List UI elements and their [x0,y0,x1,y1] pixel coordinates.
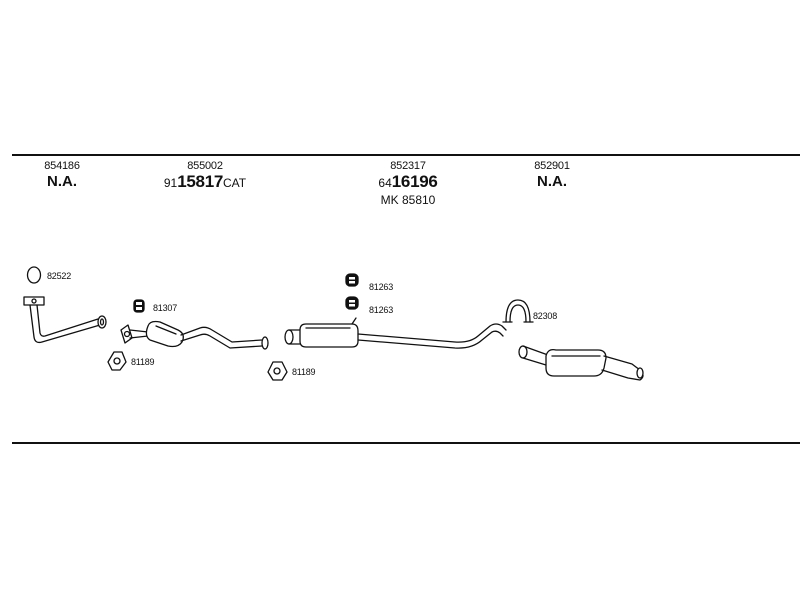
column-catalytic-converter: 855002 9115817CAT [150,160,260,192]
reference-prefix: 91 [163,176,178,190]
exhaust-clamp-icon [502,299,534,323]
rubber-mount-label: 81307 [153,303,178,313]
gasket-middle-label: 81189 [292,367,316,377]
column-rear-silencer: 852901 N.A. [520,160,584,191]
part-number: 852317 [390,160,426,172]
rubber-mount-upper-icon [345,273,359,287]
gasket-cat-inlet-label: 81189 [131,357,155,367]
gasket-cat-inlet-icon [107,351,127,371]
rubber-mount-lower-icon [345,296,359,310]
rubber-mount-upper-label: 81263 [369,282,394,292]
column-front-pipe: 854186 N.A. [30,160,94,191]
kit-number: MK 85810 [380,193,436,207]
part-number: 855002 [187,160,223,172]
middle-silencer-icon [284,317,507,349]
rear-silencer-icon [518,345,644,381]
reference-number: 6416196 [358,173,458,192]
catalytic-converter-icon [120,320,269,350]
column-middle-silencer: 852317 6416196 MK 85810 [358,160,458,208]
reference-main: 16196 [391,172,438,191]
reference-main: 15817 [177,172,224,191]
exhaust-clamp-label: 82308 [533,311,558,321]
part-number: 852901 [534,160,570,172]
reference-suffix: CAT [223,176,247,190]
part-number: 854186 [44,160,80,172]
front-pipe-icon [23,296,107,344]
rubber-mount-lower-label: 81263 [369,305,394,315]
reference-number: 9115817CAT [150,173,260,192]
rubber-mount-icon [133,299,145,313]
reference-prefix: 64 [378,176,392,190]
top-divider-line [12,154,800,156]
gasket-front-label: 82522 [47,271,72,281]
gasket-middle-icon [267,361,288,381]
gasket-front-icon [26,266,42,284]
bottom-divider-line [12,442,800,444]
availability-text: N.A. [537,173,567,190]
availability-text: N.A. [47,173,77,190]
